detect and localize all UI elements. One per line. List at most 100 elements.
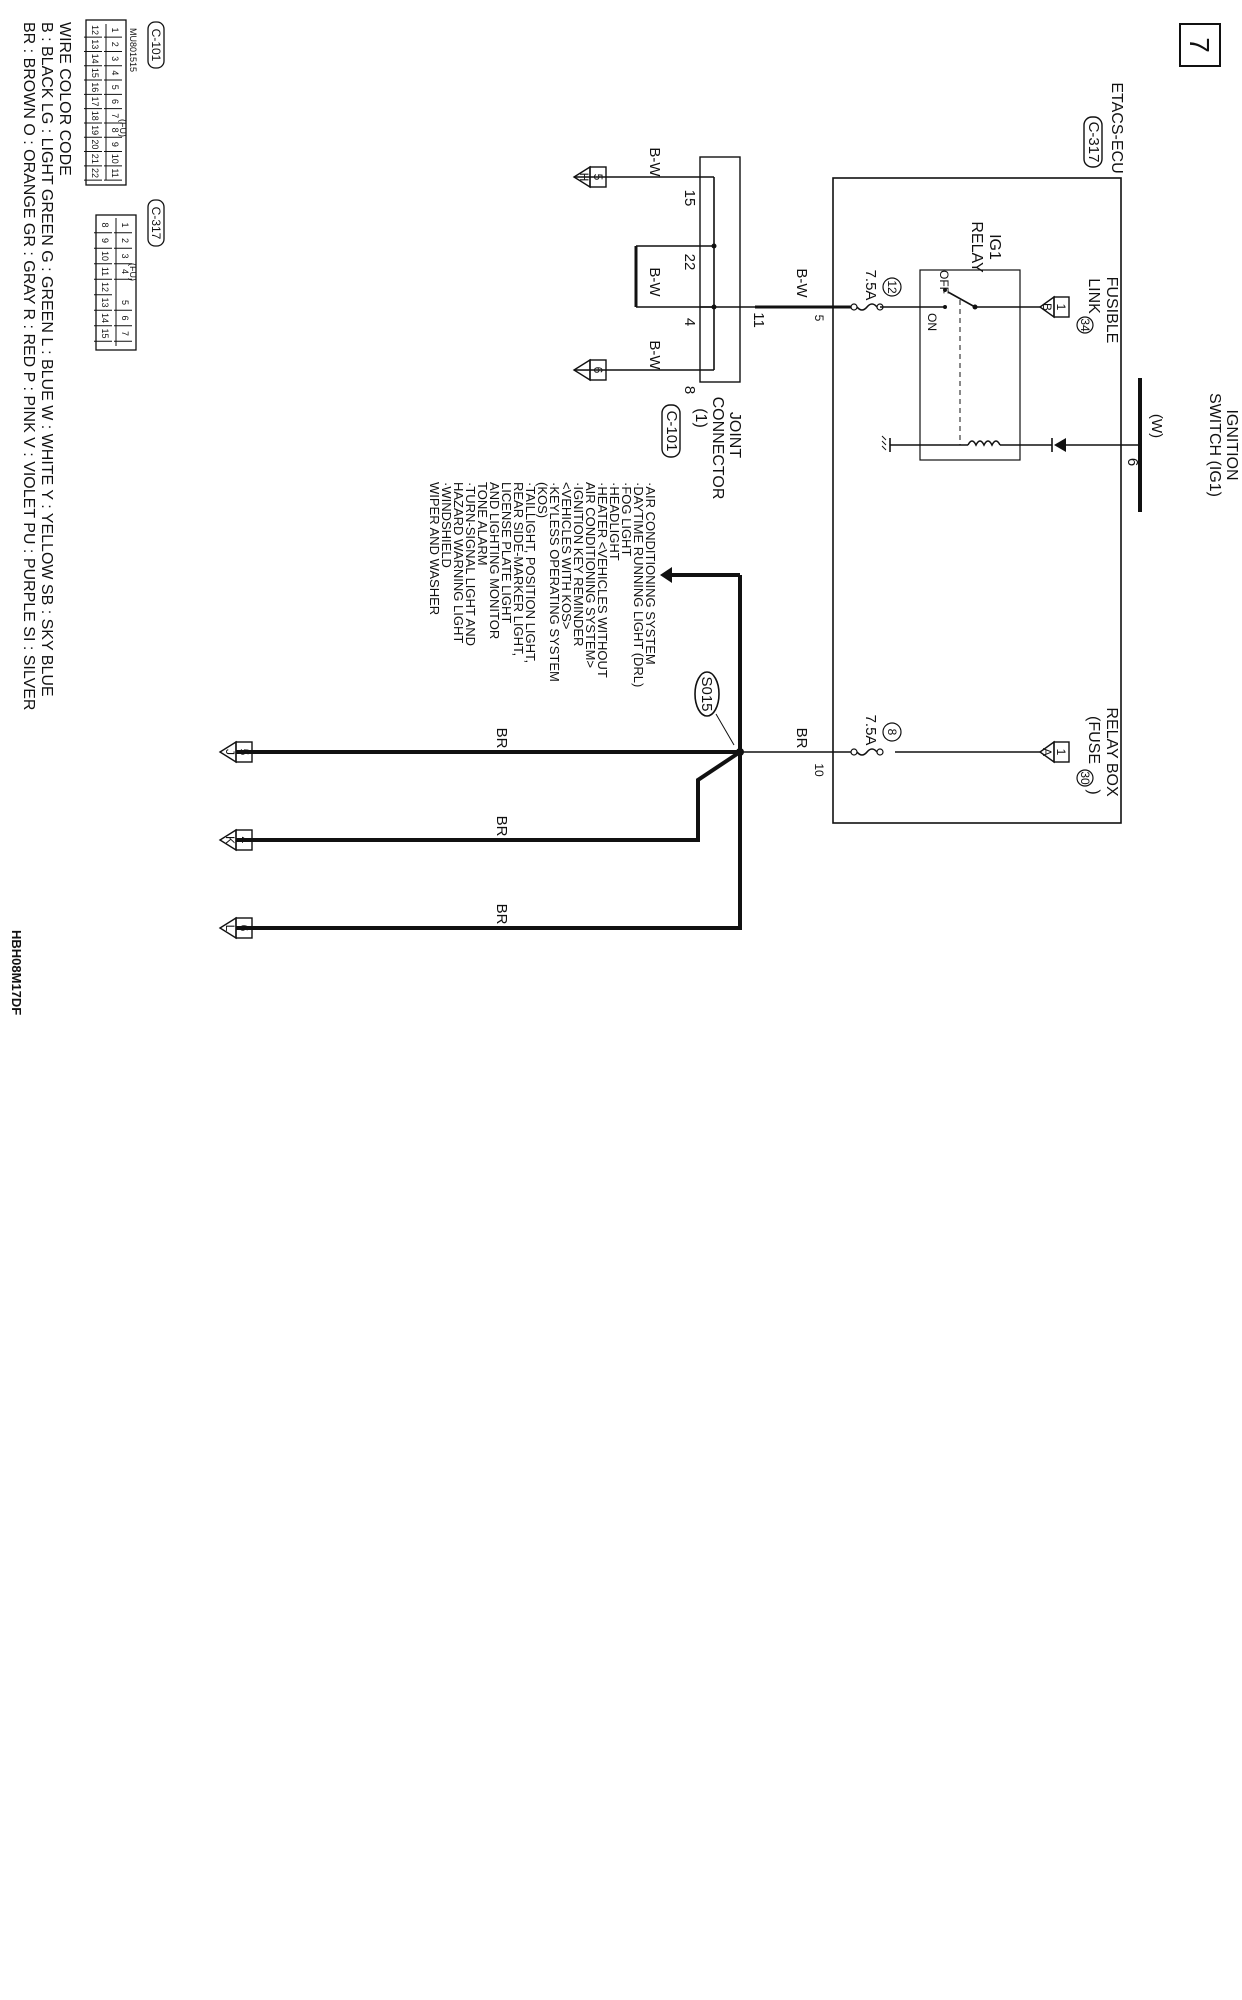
connector-pin-number: 10 [110, 154, 120, 164]
ignition-switch-label-2: SWITCH (IG1) [1206, 393, 1223, 497]
fuse-8-rating: 7.5A [862, 715, 879, 746]
relay-box-fuse-30: RELAY BOX (FUSE 30 ) 1 A [1038, 707, 1120, 797]
connector-pin-number: 1 [110, 27, 120, 32]
connector-pin-number: 11 [100, 267, 110, 276]
connector-pin-number: 21 [90, 154, 100, 164]
system-item: ·HEATER <VEHICLES WITHOUT [595, 482, 610, 678]
joint-connector-badge [661, 404, 681, 458]
terminal-j-letter: J [223, 749, 237, 755]
terminal-i[interactable]: 6 I [572, 358, 607, 382]
joint-pin-15: 15 [681, 190, 698, 207]
connector-pin-number: 9 [100, 238, 110, 243]
fuse-8: 8 7.5A [850, 715, 902, 756]
splice-label: S015 [698, 676, 715, 711]
joint-connector-label-3: (1) [692, 408, 709, 428]
connector-pin-number: 18 [90, 111, 100, 121]
joint-connector-label-1: JOINT [726, 412, 743, 458]
connector-pin-number: 9 [110, 142, 120, 147]
system-item: ·KEYLESS OPERATING SYSTEM [547, 482, 562, 682]
wire-color-code-row-2: BR : BROWN O : ORANGE GR : GRAY R : RED … [20, 22, 37, 710]
relay-coil [967, 440, 1001, 447]
terminal-h-page: 5 [591, 174, 605, 181]
connector-pin-number: 16 [90, 82, 100, 92]
joint-connector-label-2: CONNECTOR [709, 397, 726, 500]
ignition-wire-color: (W) [1148, 414, 1165, 438]
ignition-switch: IGNITION SWITCH (IG1) (W) 6 [1124, 378, 1240, 512]
relay-box-label-1: RELAY BOX [1103, 707, 1120, 797]
system-item: HAZARD WARNING LIGHT [451, 482, 466, 643]
connector-pin-number: 17 [90, 96, 100, 106]
system-item: <VEHICLES WITH KOS> [559, 482, 574, 629]
connector-pin-number: 13 [100, 297, 110, 307]
connector-pin-number: 11 [110, 168, 120, 177]
terminal-l-letter: L [223, 925, 237, 932]
fuse-12: 12 7.5A [850, 270, 902, 311]
connector-view-c101-tag: (FU) [118, 119, 128, 137]
system-item: ·TAILLIGHT, POSITION LIGHT, [523, 482, 538, 663]
terminal-l[interactable]: 6 L [218, 916, 253, 940]
fusible-link-terminal: B [1040, 303, 1054, 311]
terminal-i-letter: I [577, 368, 591, 371]
ground-symbol [881, 435, 891, 452]
connector-pin-number: 3 [120, 253, 130, 258]
wire-color-code-row-1: B : BLACK LG : LIGHT GREEN G : GREEN L :… [38, 22, 55, 697]
connector-pin-number: 7 [110, 113, 120, 118]
wire-label-br-3: BR [493, 816, 510, 837]
page-number-box [1179, 23, 1221, 67]
connector-pin-number: 1 [120, 222, 130, 227]
system-item: ·FOG LIGHT [619, 482, 634, 556]
connector-pin-number: 2 [110, 42, 120, 47]
connector-pin-number: 15 [100, 328, 110, 338]
connector-pin-number: 14 [100, 313, 110, 323]
connector-pin-number: 5 [110, 85, 120, 90]
connector-pin-number: 2 [120, 238, 130, 243]
connector-pin-number: 19 [90, 125, 100, 135]
connector-view-c317-tag: (FU) [128, 263, 138, 281]
system-item: REAR SIDE-MARKER LIGHT, [511, 482, 526, 656]
system-item: ·IGNITION KEY REMINDER [571, 482, 586, 646]
etacs-ecu-box [832, 177, 1122, 824]
connector-pin-number: 5 [120, 300, 130, 305]
connector-pin-number: 3 [110, 56, 120, 61]
relay-box-terminal: A [1040, 748, 1054, 756]
connector-view-c101-label: C-101 [149, 29, 163, 62]
page-number: 7 [1184, 37, 1215, 53]
terminal-h-letter: H [577, 173, 591, 182]
fusible-link-label-2: LINK [1085, 278, 1102, 314]
connector-view-c101-part: MU801515 [128, 28, 138, 72]
ignition-pin: 6 [1124, 458, 1141, 466]
diode-symbol [1051, 438, 1066, 452]
connector-pin-number: 8 [100, 222, 110, 227]
diagram-code: HBH08M17DF [9, 930, 24, 1015]
terminal-k[interactable]: 4 K [218, 828, 253, 852]
connector-pin-number: 8 [110, 128, 120, 133]
ig1-relay: IG1 RELAY OFF ON [919, 221, 1021, 461]
terminal-j[interactable]: 5 J [218, 740, 253, 764]
wire-label-br-4: BR [493, 904, 510, 925]
joint-pin-22: 22 [681, 254, 698, 271]
system-item: AND LIGHTING MONITOR [487, 482, 502, 639]
fusible-link-number: 34 [1078, 318, 1092, 332]
system-item: LICENSE PLATE LIGHT [499, 482, 514, 623]
svg-text:1: 1 [1054, 304, 1068, 311]
connector-pin-number: 12 [100, 282, 110, 292]
joint-pin-4: 4 [681, 318, 698, 326]
terminal-h[interactable]: 5 H [572, 165, 607, 189]
connector-pin-number: 4 [120, 269, 130, 274]
fusible-link-label-1: FUSIBLE [1103, 277, 1120, 344]
terminal-j-page: 5 [237, 749, 251, 756]
svg-text:1: 1 [1054, 749, 1068, 756]
system-item: ·TURN-SIGNAL LIGHT AND [463, 482, 478, 646]
relay-box-fuse-number: 30 [1078, 771, 1092, 785]
fusible-link: FUSIBLE LINK 34 1 B [1038, 277, 1120, 344]
fuse-12-rating: 7.5A [862, 270, 879, 301]
splice-badge [694, 671, 720, 717]
etacs-connector-label: C-317 [1085, 122, 1102, 163]
joint-pin-11: 11 [750, 312, 767, 328]
system-item: AIR CONDITIONING SYSTEM> [583, 482, 598, 668]
ignition-switch-label-1: IGNITION [1223, 409, 1240, 480]
joint-pin-8: 8 [681, 386, 698, 394]
